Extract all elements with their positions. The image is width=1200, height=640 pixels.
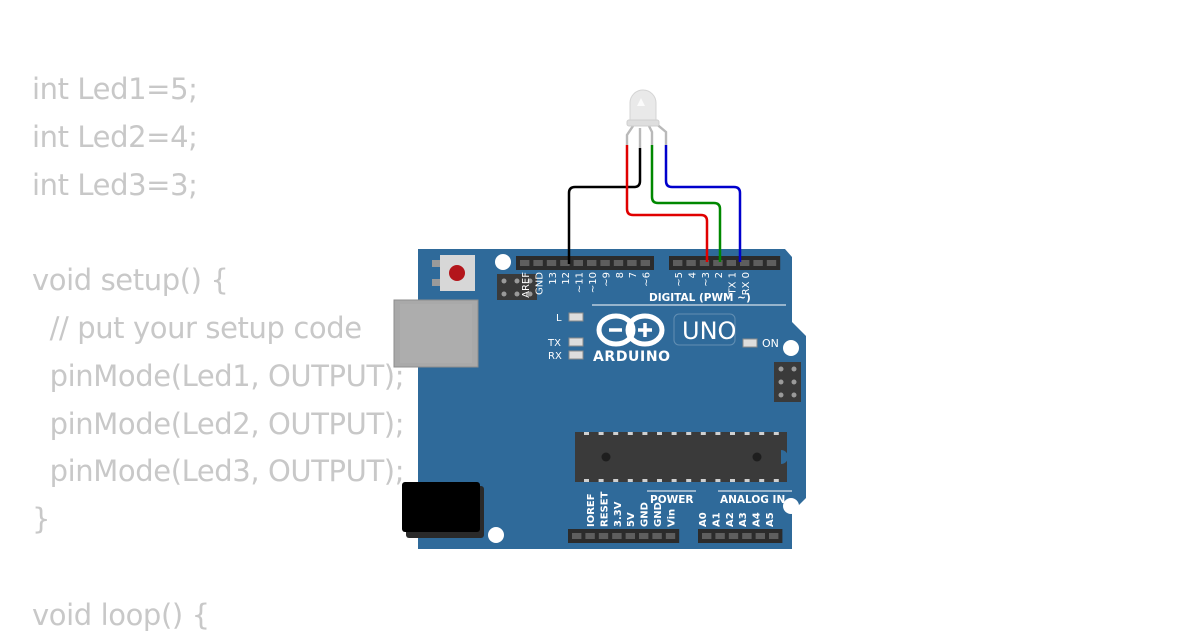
code-editor: int Led1=5; int Led2=4; int Led3=3; void se… — [32, 66, 404, 640]
pin-label: GND — [534, 272, 545, 295]
pin-label: IOREF — [586, 493, 597, 527]
mounting-hole — [488, 527, 504, 543]
wire-blue — [664, 145, 742, 262]
digital-header-right — [669, 256, 781, 270]
pin-label: TX 1 — [728, 272, 739, 296]
pin-label: A5 — [765, 512, 776, 527]
rx-led — [568, 350, 584, 360]
wire-gnd — [567, 148, 642, 264]
pin-label: 4 — [687, 272, 698, 278]
rx-led-label: RX — [548, 351, 562, 362]
rgb-led[interactable] — [625, 89, 668, 148]
pin-label: ~10 — [588, 272, 599, 293]
pin-label: 12 — [561, 272, 572, 285]
pin-label: A3 — [738, 512, 749, 527]
on-led — [742, 338, 758, 348]
pin-label: GND — [653, 502, 664, 527]
pin-label: GND — [640, 502, 651, 527]
uno-model-label: UNO — [682, 317, 736, 345]
pin-label: A4 — [752, 512, 763, 527]
analog-in-label: ANALOG IN — [720, 494, 785, 506]
pin-label: Vin — [666, 509, 677, 527]
pin-label: 7 — [628, 272, 639, 278]
icsp-header — [497, 274, 537, 300]
pin-label: 3.3V — [613, 501, 624, 527]
tx-led — [568, 337, 584, 347]
pin-label: 8 — [615, 272, 626, 278]
code-line: int Led2=4; — [32, 119, 198, 154]
code-line: int Led3=3; — [32, 167, 198, 202]
pin-label: ~9 — [601, 272, 612, 287]
pin-label: A2 — [725, 512, 736, 527]
code-line: int Led1=5; — [32, 72, 198, 106]
wires — [567, 145, 742, 264]
pin-label: A1 — [711, 512, 722, 527]
pin-label: 13 — [548, 272, 559, 285]
analog-header — [698, 529, 783, 543]
code-line: pinMode(Led2, OUTPUT); — [32, 406, 405, 441]
digital-header-left — [516, 256, 654, 270]
power-header — [568, 529, 680, 543]
mounting-hole — [783, 498, 799, 514]
pin-label: A0 — [698, 512, 709, 527]
arduino-logo-text: ARDUINO — [593, 349, 671, 365]
uno-badge — [673, 313, 736, 346]
mounting-hole — [495, 254, 511, 270]
pin-label: ~6 — [642, 272, 653, 287]
code-line: void setup() { — [32, 263, 229, 298]
pin-label: 2 — [714, 272, 725, 278]
pin-label: RX 0 — [741, 272, 752, 295]
mounting-hole — [783, 340, 799, 356]
code-line: } — [32, 502, 51, 537]
l-led-label: L — [556, 313, 562, 324]
on-led-label: ON — [762, 337, 779, 350]
arduino-logo-icon — [596, 313, 665, 347]
code-line: // put your setup code — [32, 310, 362, 345]
pin-label: RESET — [599, 491, 610, 527]
pin-label: ~5 — [674, 272, 685, 287]
pin-label: ~11 — [575, 272, 586, 293]
l-led — [568, 312, 584, 322]
code-line: void loop() { — [32, 597, 210, 632]
digital-pwm-label: DIGITAL (PWM ~) — [649, 292, 751, 304]
reset-button[interactable] — [432, 255, 475, 291]
pin-label: ~3 — [701, 272, 712, 287]
wire-green — [650, 145, 722, 262]
wire-red — [625, 145, 709, 262]
icsp2-header — [774, 362, 801, 402]
atmega-chip — [575, 432, 788, 482]
pin-label: AREF — [521, 272, 532, 298]
code-line: pinMode(Led3, OUTPUT); — [32, 454, 405, 489]
pin-label: 5V — [626, 512, 637, 527]
power-jack — [402, 482, 480, 532]
power-label: POWER — [650, 494, 693, 506]
tx-led-label: TX — [547, 338, 561, 349]
code-line: pinMode(Led1, OUTPUT); — [32, 358, 405, 393]
